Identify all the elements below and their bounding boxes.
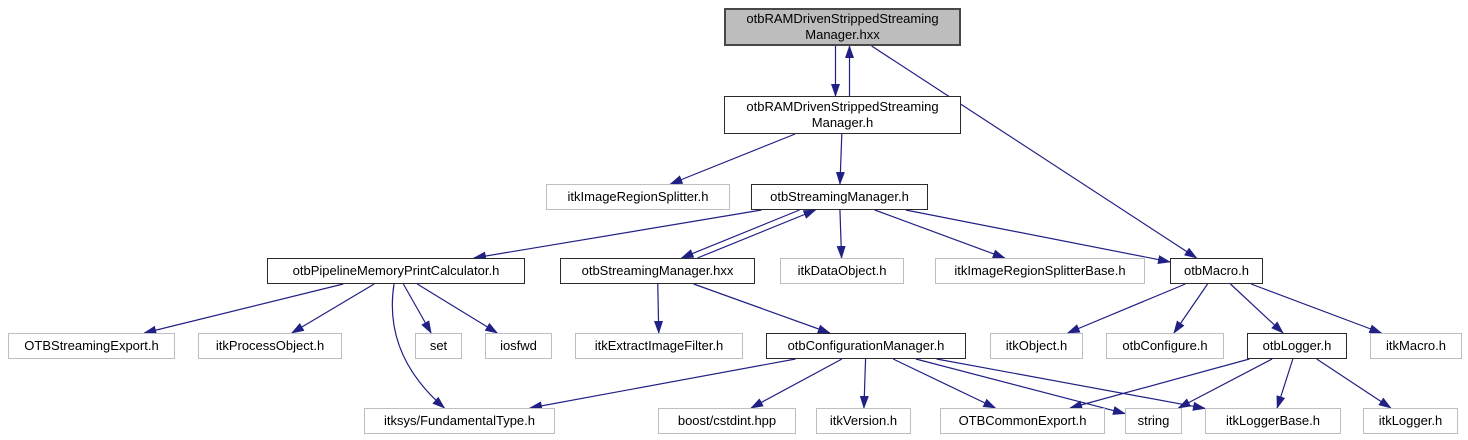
graph-node-itkobject: itkObject.h <box>990 333 1083 359</box>
include-edge-logger-string <box>1177 358 1273 409</box>
edge-group <box>143 45 1392 415</box>
include-edge-logger-loggerbase <box>1276 358 1294 409</box>
graph-node-string: string <box>1125 408 1182 434</box>
graph-node-streamexport: OTBStreamingExport.h <box>8 333 175 359</box>
include-edge-sm_h-macro <box>905 209 1171 264</box>
include-edge-sm_h-pmpc <box>472 209 762 261</box>
include-edge-sm_hxx-extract <box>654 283 663 334</box>
include-edge-confmgr-string <box>915 358 1126 415</box>
include-edge-pmpc-fundamental <box>391 283 446 409</box>
graph-node-processobj: itkProcessObject.h <box>198 333 342 359</box>
graph-node-loggerbase: itkLoggerBase.h <box>1205 408 1341 434</box>
include-edge-pmpc-streamexport <box>143 283 344 335</box>
include-edge-confmgr-itkversion <box>859 358 869 409</box>
include-edge-ram_h-splitter <box>669 133 796 185</box>
include-edge-confmgr-boost <box>750 358 843 409</box>
graph-node-logger[interactable]: otbLogger.h <box>1247 333 1347 359</box>
include-edge-pmpc-iosfwd <box>416 283 499 334</box>
include-edge-ram_h-sm_h <box>835 133 845 185</box>
include-edge-ram_hxx-macro <box>871 45 1198 259</box>
graph-node-ram_hxx: otbRAMDrivenStrippedStreaming Manager.hx… <box>724 8 961 46</box>
graph-node-commonexport: OTBCommonExport.h <box>940 408 1105 434</box>
graph-node-itklogger: itkLogger.h <box>1363 408 1458 434</box>
graph-node-set: set <box>415 333 462 359</box>
include-edge-pmpc-set <box>402 283 432 334</box>
include-edge-sm_hxx-sm_h <box>697 209 817 259</box>
graph-node-splitter: itkImageRegionSplitter.h <box>546 184 730 210</box>
graph-node-sm_h[interactable]: otbStreamingManager.h <box>751 184 928 210</box>
graph-node-itkversion: itkVersion.h <box>816 408 911 434</box>
graph-node-macro[interactable]: otbMacro.h <box>1170 258 1263 284</box>
graph-node-iosfwd: iosfwd <box>485 333 552 359</box>
graph-node-boost: boost/cstdint.hpp <box>658 408 796 434</box>
include-edge-sm_hxx-confmgr <box>693 283 831 334</box>
include-edge-sm_h-dataobj <box>836 209 846 259</box>
include-edge-sm_h-splitterbase <box>874 209 1006 259</box>
graph-node-otbconfigure: otbConfigure.h <box>1106 333 1224 359</box>
include-edge-macro-otbconfigure <box>1173 283 1209 334</box>
graph-node-pmpc[interactable]: otbPipelineMemoryPrintCalculator.h <box>267 258 525 284</box>
graph-node-splitterbase: itkImageRegionSplitterBase.h <box>935 258 1145 284</box>
include-edge-sm_h-sm_hxx <box>680 209 800 259</box>
graph-node-itkmacro: itkMacro.h <box>1370 333 1462 359</box>
include-edge-logger-itklogger <box>1316 358 1392 409</box>
graph-node-fundamental: itksys/FundamentalType.h <box>364 408 555 434</box>
graph-node-dataobj: itkDataObject.h <box>780 258 904 284</box>
include-edge-logger-commonexport <box>1069 358 1250 410</box>
include-edge-confmgr-fundamental <box>528 358 796 411</box>
graph-node-extract: itkExtractImageFilter.h <box>575 333 743 359</box>
graph-node-ram_h[interactable]: otbRAMDrivenStrippedStreaming Manager.h <box>724 96 961 134</box>
include-edge-confmgr-commonexport <box>892 358 997 409</box>
include-edge-confmgr-loggerbase <box>936 358 1206 411</box>
include-edge-macro-itkmacro <box>1250 283 1383 334</box>
include-edge-macro-itkobject <box>1066 283 1186 334</box>
graph-node-confmgr[interactable]: otbConfigurationManager.h <box>766 333 966 359</box>
include-edge-macro-logger <box>1230 283 1284 334</box>
graph-node-sm_hxx[interactable]: otbStreamingManager.hxx <box>560 258 755 284</box>
include-edge-pmpc-processobj <box>290 283 375 334</box>
